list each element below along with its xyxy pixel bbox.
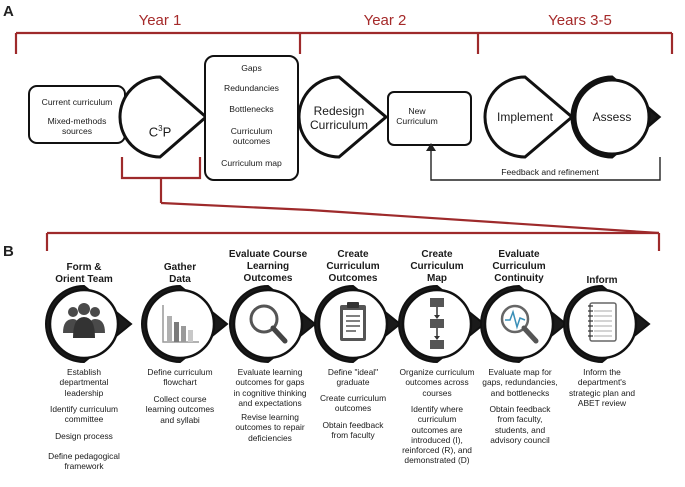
redesign-teardrop [297, 75, 389, 159]
c3p-teardrop [118, 75, 209, 159]
finding-redundancies: Redundancies [224, 83, 279, 93]
step-4-desc-3: Obtain feedback from faculty [322, 420, 384, 441]
finding-gaps: Gaps [241, 63, 262, 73]
step-6-desc-1: Evaluate map for gaps, redundancies, and… [482, 367, 558, 398]
panel-label-a: A [3, 3, 14, 20]
new-curriculum-box [387, 91, 472, 146]
c3p-label-end: P [162, 124, 172, 140]
step-6-desc-2: Obtain feedback from faculty, students, … [489, 404, 551, 445]
step-2-desc-1: Define curriculum flowchart [147, 367, 213, 388]
notebook-icon [588, 302, 617, 342]
step-title-evaluate-continuity: Evaluate Curriculum Continuity [492, 249, 546, 284]
feedback-arrowhead [426, 143, 436, 151]
bar-chart-icon [162, 305, 199, 343]
step-4-desc-1: Define "ideal" graduate [327, 367, 379, 388]
step-1-desc-2: Identify curriculum committee [50, 404, 118, 425]
flowchart-icon [430, 298, 444, 349]
step-title-inform: Inform [586, 275, 618, 286]
feedback-arrow [430, 149, 661, 181]
source-current-curriculum: Current curriculum [41, 97, 113, 107]
timeline-year-1: Year 1 [138, 12, 182, 29]
step-1-desc-1: Establish departmental leadership [59, 367, 109, 398]
finding-curriculum-map: Curriculum map [221, 158, 282, 168]
c3p-expansion-bracket [45, 157, 661, 251]
step-title-evaluate-course: Evaluate Course Learning Outcomes [228, 249, 308, 284]
step-1-desc-3: Design process [55, 431, 113, 441]
panel-label-b: B [3, 243, 14, 260]
magnifier-pulse-icon [500, 304, 539, 344]
step-5-desc-2: Identify where curriculum outcomes are i… [402, 404, 472, 466]
timeline-years-3-5: Years 3-5 [548, 12, 612, 29]
finding-bottlenecks: Bottlenecks [229, 104, 274, 114]
step-4-desc-2: Create curriculum outcomes [319, 393, 387, 414]
c3p-label-sup: 3 [158, 124, 163, 134]
source-mixed-methods: Mixed-methods sources [47, 116, 107, 137]
c3p-label: C3P [130, 109, 190, 140]
assess-label: Assess [592, 110, 632, 124]
implement-teardrop [483, 75, 575, 159]
step-title-create-map: Create Curriculum Map [410, 249, 464, 284]
step-3-desc-2: Revise learning outcomes to repair defic… [235, 412, 305, 443]
timeline-bracket [14, 31, 674, 54]
new-curriculum-label: New Curriculum [396, 106, 438, 127]
c3p-label-base: C [148, 124, 159, 140]
finding-curriculum-outcomes: Curriculum outcomes [230, 126, 273, 147]
step-5-desc-1: Organize curriculum outcomes across cour… [399, 367, 475, 398]
step-title-create-outcomes: Create Curriculum Outcomes [326, 249, 380, 284]
redesign-label: Redesign Curriculum [309, 104, 368, 133]
feedback-label: Feedback and refinement [501, 167, 599, 177]
step-title-gather-data: Gather Data [163, 262, 197, 285]
step-7-desc-1: Inform the department's strategic plan a… [568, 367, 636, 408]
magnifier-icon [249, 304, 288, 344]
implement-label: Implement [496, 110, 554, 124]
team-icon [63, 303, 105, 338]
timeline-year-2: Year 2 [363, 12, 407, 29]
step-title-form-team: Form & Orient Team [55, 262, 113, 285]
step-3-desc-1: Evaluate learning outcomes for gaps in c… [233, 367, 307, 408]
step-1-desc-4: Define pedagogical framework [48, 451, 120, 472]
clipboard-icon [340, 302, 366, 341]
step-2-desc-2: Collect course learning outcomes and syl… [145, 394, 215, 425]
